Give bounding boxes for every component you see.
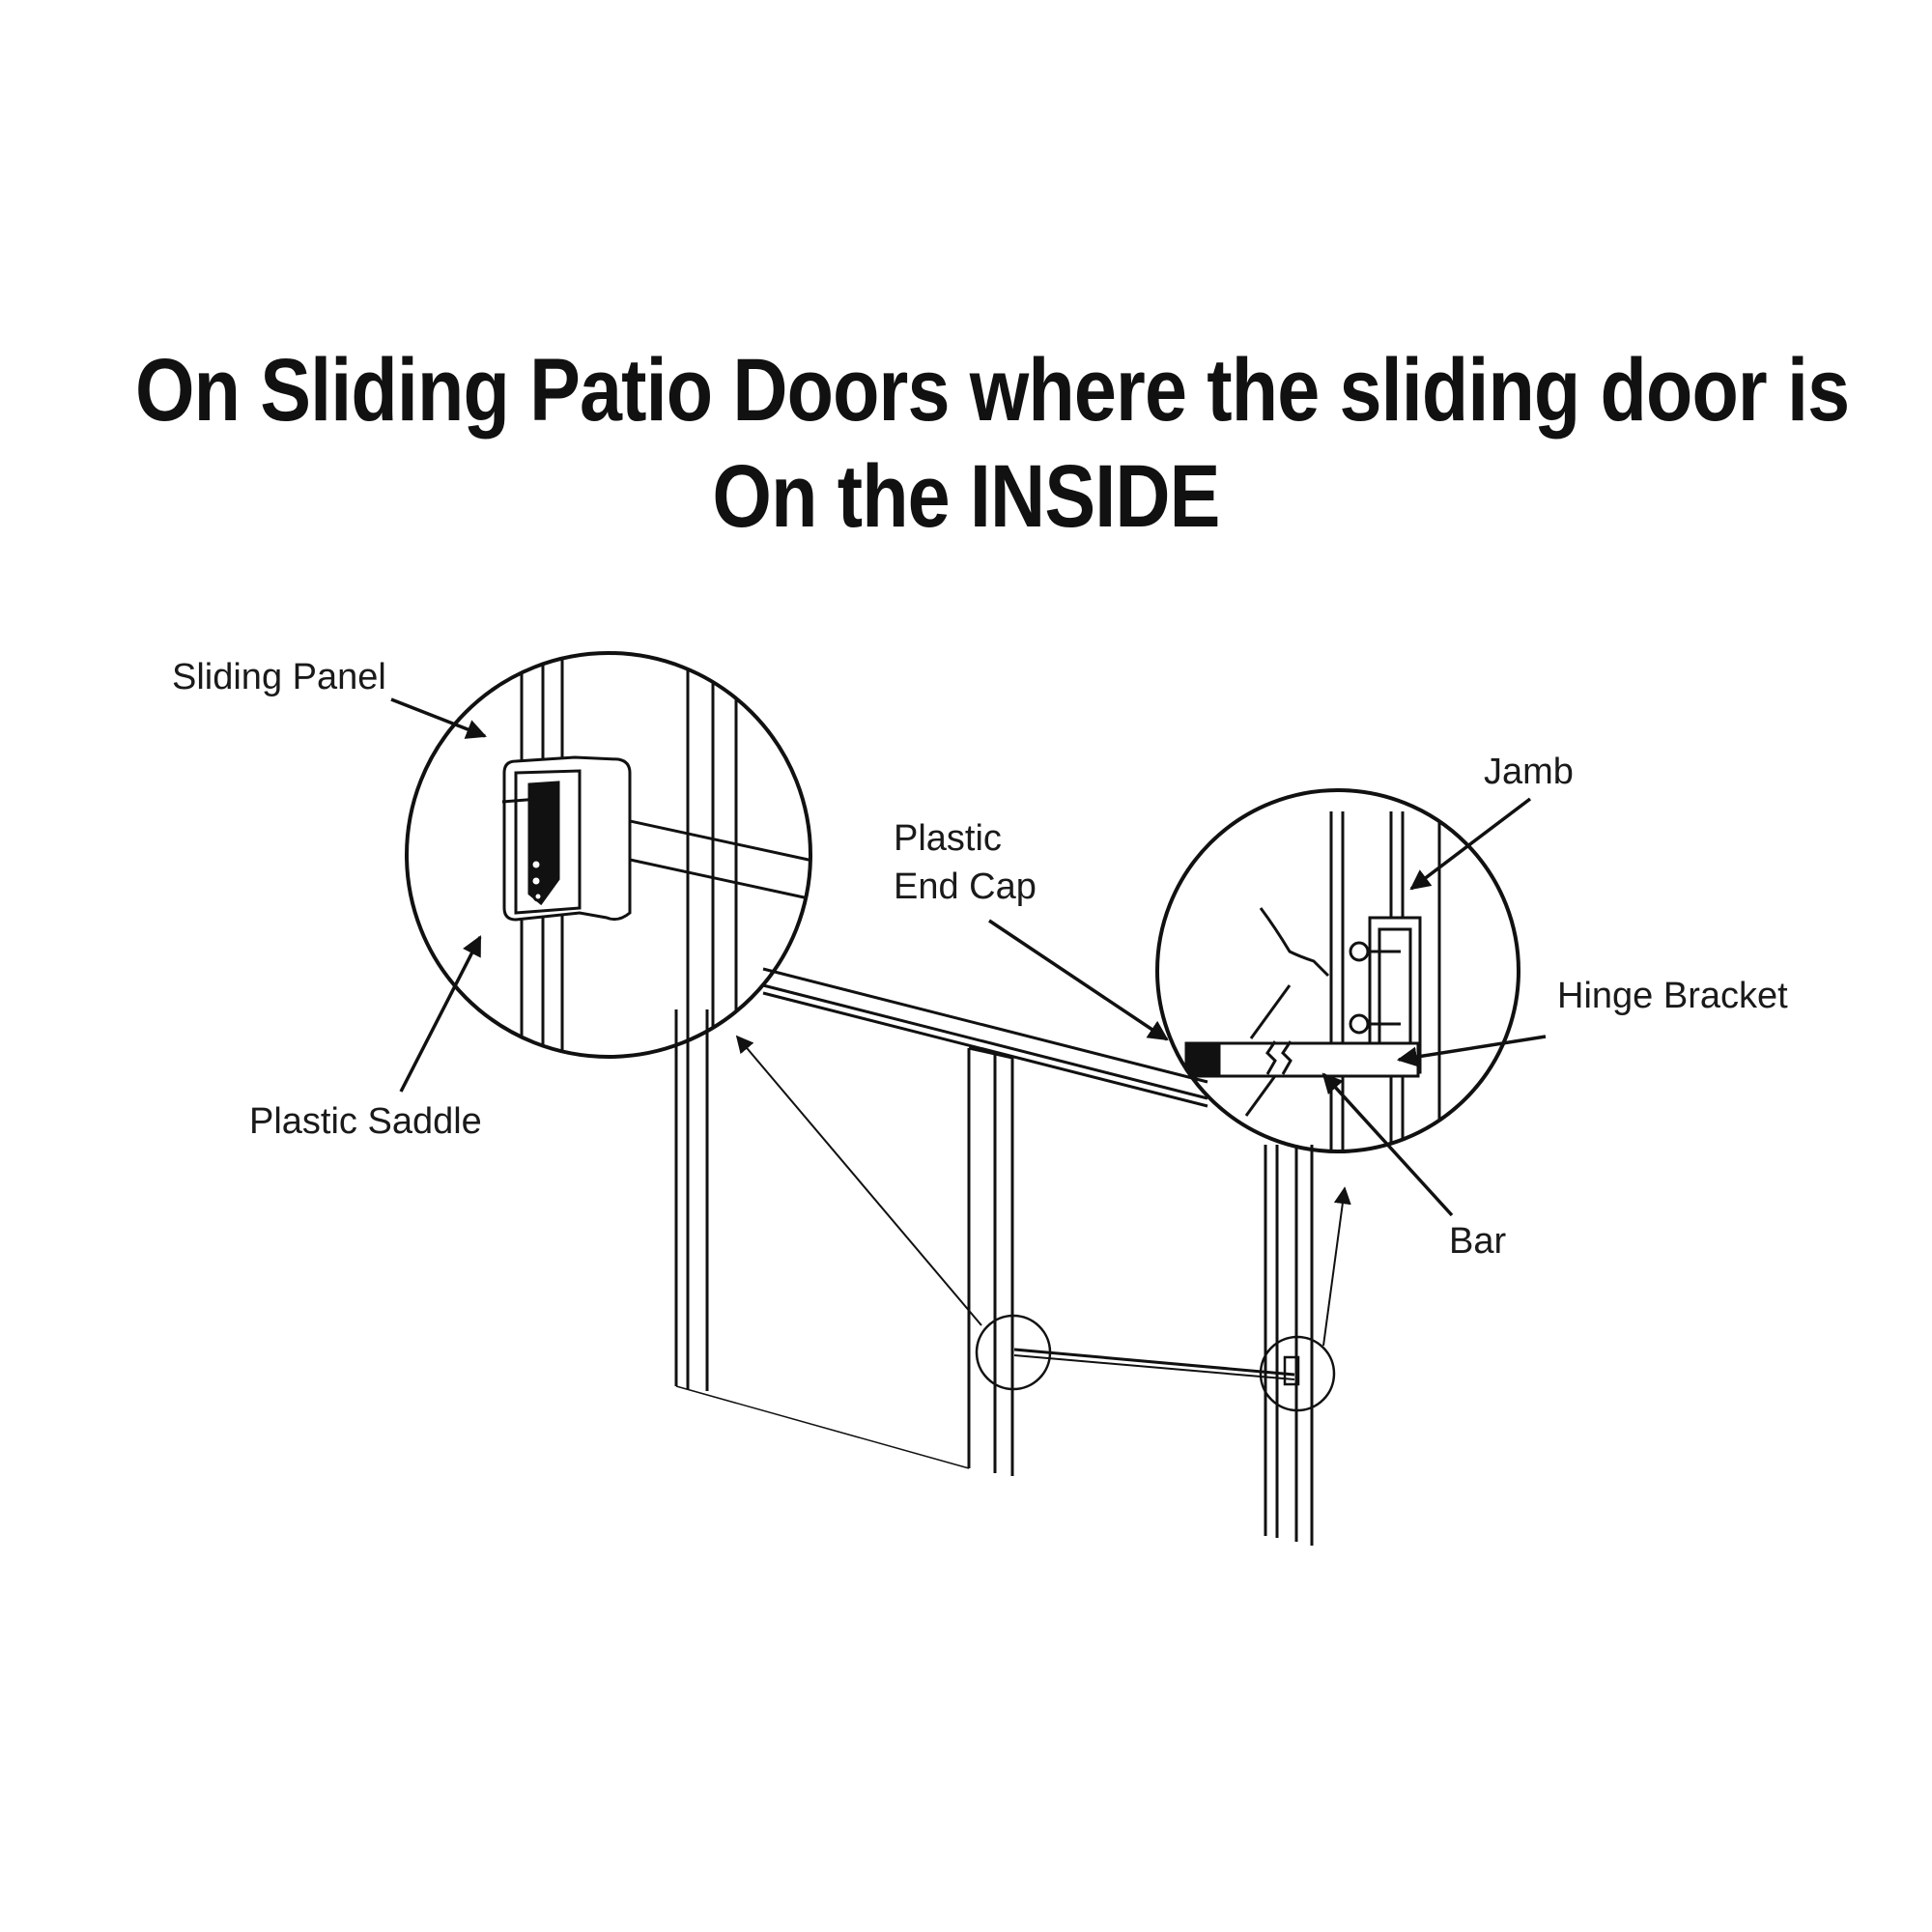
label-jamb: Jamb bbox=[1484, 752, 1574, 792]
sliding-panel-arrow bbox=[390, 697, 487, 739]
hinge-bracket-arrow bbox=[1396, 1035, 1547, 1067]
label-plastic-end-cap-line2: End Cap bbox=[894, 867, 1037, 907]
hinge-detail-circle bbox=[1155, 788, 1520, 1153]
label-bar: Bar bbox=[1449, 1221, 1506, 1262]
detail-marker-left bbox=[975, 1314, 1052, 1391]
detail-marker-right bbox=[1259, 1335, 1336, 1412]
saddle-detail bbox=[501, 653, 810, 1057]
hinge-detail bbox=[1184, 811, 1441, 1151]
jamb-arrow bbox=[1409, 797, 1532, 891]
leader-right bbox=[1322, 1186, 1351, 1347]
saddle-detail-circle bbox=[405, 651, 812, 1059]
label-sliding-panel: Sliding Panel bbox=[172, 657, 386, 697]
plastic-saddle-arrow bbox=[399, 935, 482, 1093]
label-plastic-end-cap-line1: Plastic bbox=[894, 818, 1002, 859]
title-line-2: On the INSIDE bbox=[712, 447, 1220, 546]
label-hinge-bracket: Hinge Bracket bbox=[1557, 976, 1788, 1016]
leader-left bbox=[735, 1035, 982, 1326]
patio-door-frame bbox=[674, 967, 1314, 1546]
security-bar-overview bbox=[1013, 1348, 1300, 1386]
bar-arrow bbox=[1321, 1072, 1454, 1217]
plastic-end-cap-arrow bbox=[988, 919, 1169, 1041]
title-line-1: On Sliding Patio Doors where the sliding… bbox=[135, 341, 1850, 440]
label-plastic-saddle: Plastic Saddle bbox=[249, 1101, 482, 1142]
